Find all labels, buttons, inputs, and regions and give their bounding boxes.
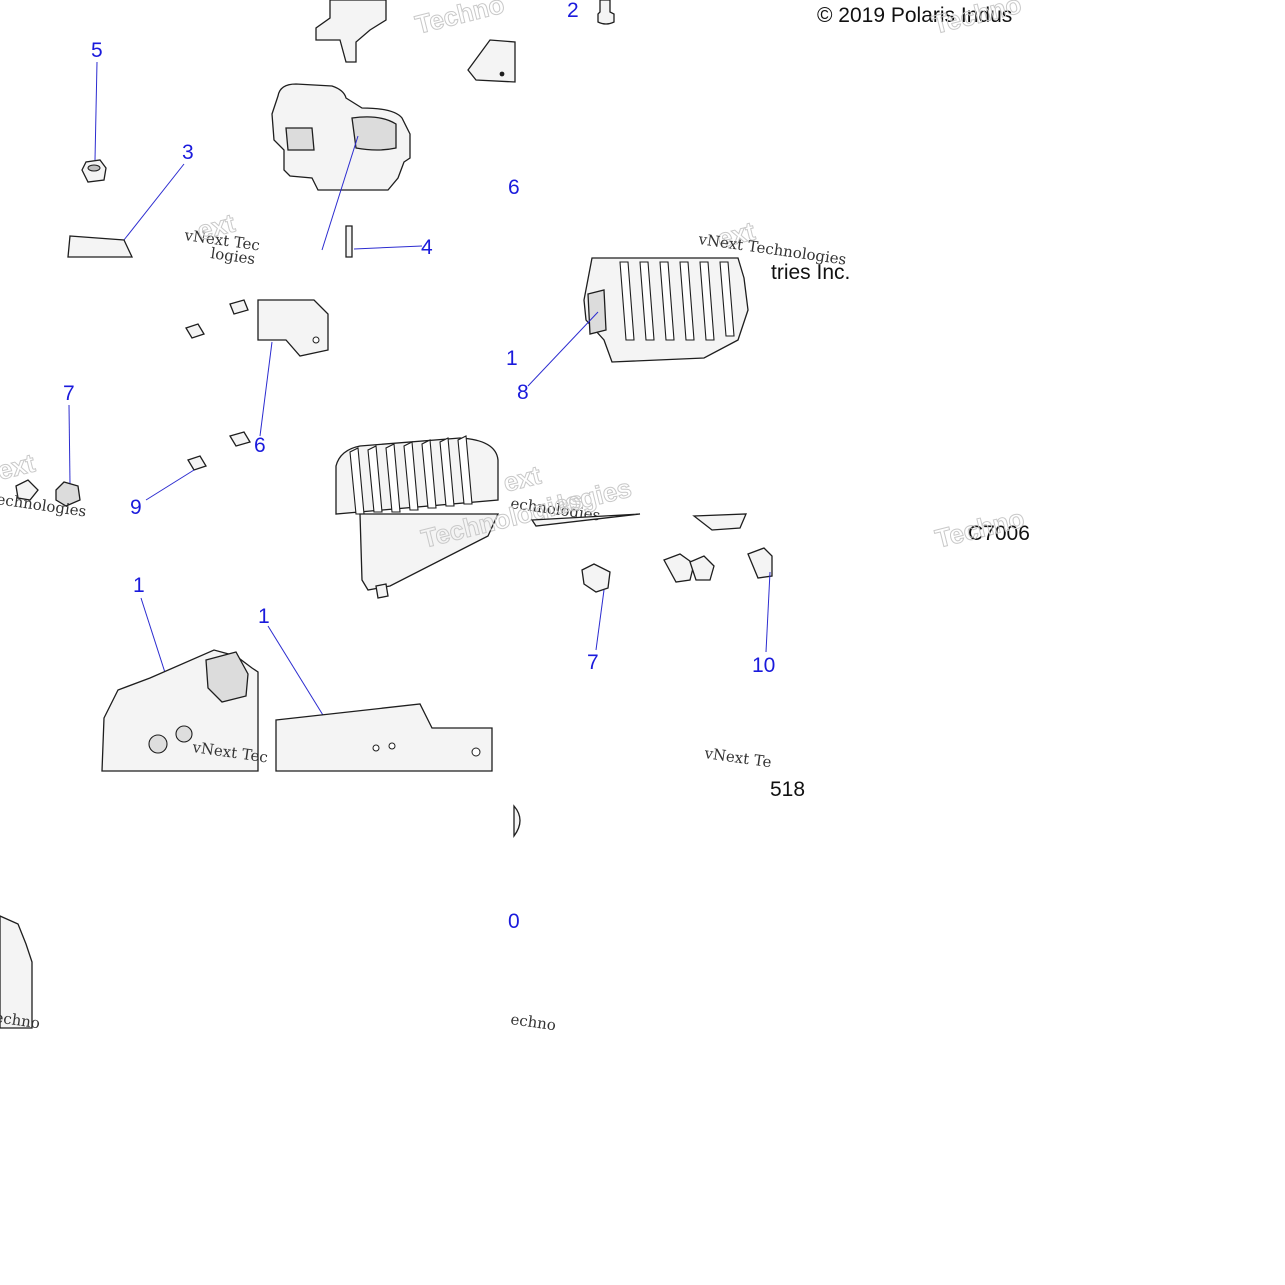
bolt-partial — [513, 804, 521, 838]
leader-7b — [595, 589, 605, 651]
diagram-tile-r3c1: 1 vNext Tec — [101, 574, 269, 772]
callout-7: 7 — [587, 651, 599, 674]
leader-9 — [145, 469, 195, 501]
diagram-tile-r3c3: 7 10 vNext Te — [530, 513, 775, 771]
heat-sink-fins-lower — [349, 435, 473, 515]
diagram-tile-r3c2: Technologies 1 — [258, 484, 587, 772]
flange-bolt — [747, 547, 773, 579]
bracket-hole — [388, 742, 396, 750]
plate-hole — [499, 71, 505, 77]
leader-5 — [94, 61, 98, 161]
watermark-fragment: Techno — [412, 0, 507, 40]
callout-2: 2 — [567, 0, 579, 22]
leader-7 — [68, 404, 71, 485]
leader-6 — [259, 341, 273, 437]
diagram-code: C7006 — [968, 522, 1030, 545]
diagram-tile-r1c2: Techno logies — [209, 0, 516, 268]
watermark-fragment: Techno — [932, 503, 1027, 554]
ecu-boss — [148, 734, 168, 754]
leader-1b — [267, 625, 327, 721]
watermark-fragment: ext — [0, 448, 38, 486]
leader-10 — [765, 571, 771, 653]
ecu-boss — [175, 725, 193, 743]
hex-bolt — [185, 323, 205, 339]
mount-tab — [692, 513, 748, 531]
mount-plate-edge — [530, 513, 641, 527]
mounting-stud — [345, 225, 353, 258]
hex-bolt — [229, 299, 249, 315]
watermark-text: echno — [0, 1008, 41, 1032]
diagram-code-tail: 518 — [770, 778, 805, 801]
callout-1-partial: 1 — [258, 605, 270, 628]
copyright-note: © 2019 Polaris Indus — [817, 4, 1012, 27]
leader-coil — [321, 135, 359, 251]
callout-9: 9 — [130, 496, 142, 519]
diagram-tile-r2c2: 6 ext — [254, 299, 545, 515]
diagram-tile-r2c4: tries Inc. — [771, 261, 850, 284]
heat-sink-fins-upper — [619, 261, 735, 341]
callout-6-partial: 6 — [508, 176, 520, 199]
ecu-connector — [205, 651, 249, 703]
copyright-note-tail: tries Inc. — [771, 261, 850, 284]
watermark-text: echno — [509, 1010, 557, 1034]
hex-bolt — [187, 455, 207, 471]
diagram-tile-r2c1: 7 9 echnologies ext — [0, 299, 251, 521]
ecu-mount-bracket — [275, 703, 493, 772]
callout-8: 8 — [517, 381, 529, 404]
flange-nut — [55, 481, 81, 507]
coil-pack-terminal-right — [351, 116, 397, 151]
callout-0-partial: 0 — [508, 910, 520, 933]
upper-mount-bracket — [315, 0, 387, 63]
leader-4 — [353, 245, 423, 250]
nut-thread — [87, 164, 101, 172]
ignition-coil-pack — [271, 83, 411, 191]
watermark-fragment: ext — [500, 460, 544, 498]
callout-4: 4 — [421, 236, 433, 259]
flange-bolt — [663, 553, 695, 583]
callout-5: 5 — [91, 39, 103, 62]
ecu-carrier — [359, 513, 500, 591]
callout-1-partial: 1 — [506, 347, 518, 370]
flange-nut — [15, 479, 39, 501]
hex-bolt — [229, 431, 251, 447]
lower-bracket — [67, 235, 134, 258]
coil-pack-terminal-left — [285, 127, 315, 151]
callout-7: 7 — [63, 382, 75, 405]
flat-bracket-plate — [467, 39, 516, 83]
callout-1: 1 — [133, 574, 145, 597]
leader-3 — [119, 163, 185, 246]
watermark-company: vNext Te — [702, 744, 772, 771]
regulator-connector — [587, 289, 607, 335]
callout-10-partial: 10 — [752, 654, 775, 677]
diagram-tile-r3c4: C7006 Techno — [932, 502, 1030, 554]
carrier-pin — [375, 583, 389, 599]
bracket-hole — [372, 744, 380, 752]
diagram-tile-r4c1: echno — [0, 915, 41, 1032]
diagram-tile-r1c3: 2 6 ext — [508, 0, 759, 254]
bracket-hole — [312, 336, 320, 344]
diagram-tile-r2c3: 1 8 echnologies logies — [506, 257, 749, 525]
flange-bolt — [581, 563, 611, 593]
cap-screw — [597, 0, 615, 25]
callout-6-partial: 6 — [254, 434, 266, 457]
diagram-tile-r4c3: 0 518 echno — [508, 778, 805, 1034]
leader-8 — [527, 311, 599, 387]
u-bracket — [257, 299, 329, 357]
flange-bolt — [689, 555, 715, 581]
coil-pack-partial — [0, 915, 33, 1029]
bracket-hole — [471, 747, 481, 757]
callout-3: 3 — [182, 141, 194, 164]
